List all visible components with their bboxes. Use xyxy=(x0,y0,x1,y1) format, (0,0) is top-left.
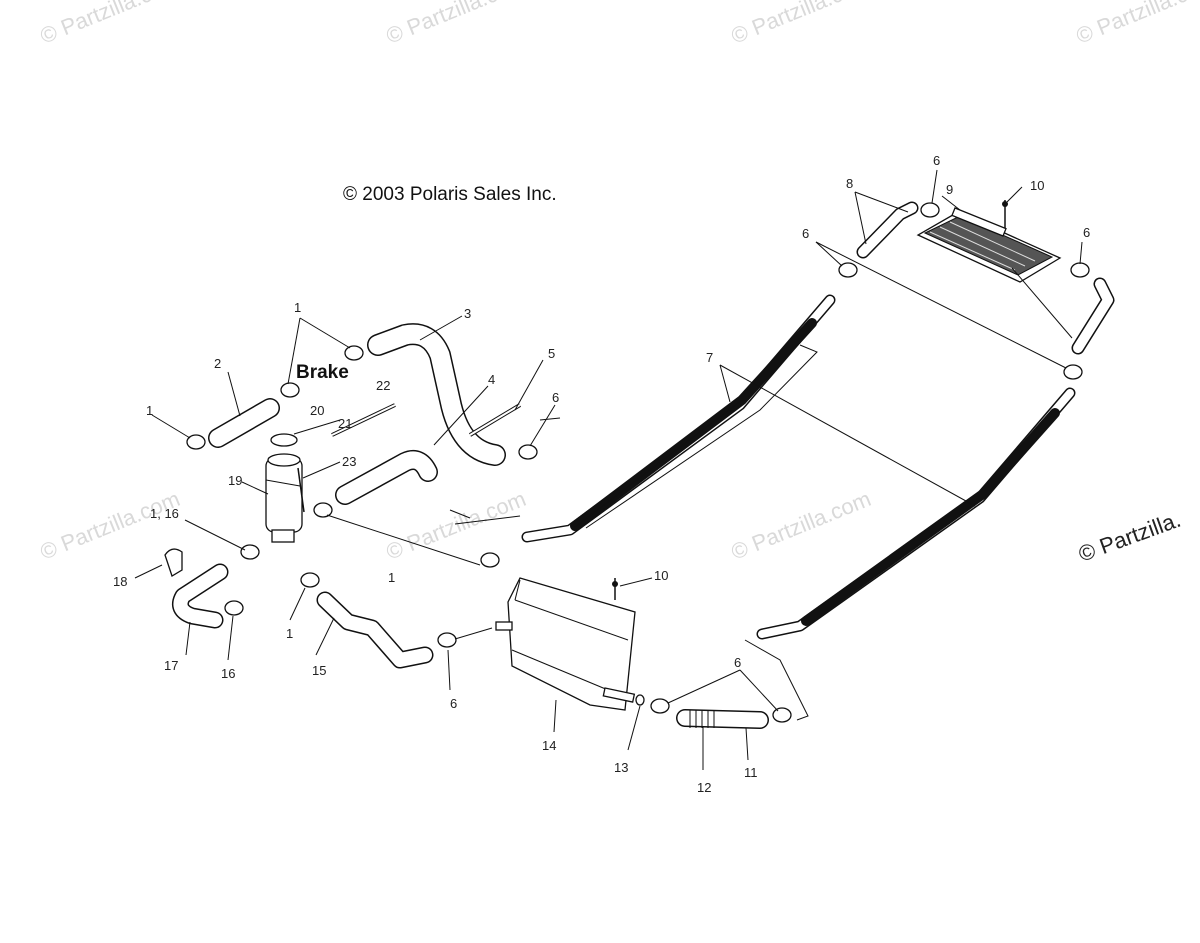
callout-8: 8 xyxy=(846,176,853,191)
watermark-2: © Partzilla.com xyxy=(383,0,530,49)
callout-6c: 6 xyxy=(734,655,741,670)
watermark-5: © Partzilla.com xyxy=(37,486,184,565)
callout-12: 12 xyxy=(697,780,711,795)
coolant-bottle xyxy=(265,433,305,543)
heat-exchanger-tubes xyxy=(521,294,1076,640)
callout-1b: 1 xyxy=(294,300,301,315)
hose-4 xyxy=(335,450,438,505)
callout-labels: 1 1 1 1 1, 16 2 3 4 5 6 6 6 6 6 6 7 8 9 … xyxy=(113,153,1090,795)
callout-6f: 6 xyxy=(1083,225,1090,240)
watermark-1: © Partzilla.com xyxy=(37,0,184,49)
callout-6d: 6 xyxy=(802,226,809,241)
watermark-4: © Partzilla.com xyxy=(1073,0,1200,49)
callout-11: 11 xyxy=(744,765,758,780)
callout-20: 20 xyxy=(310,403,324,418)
callout-1c: 1 xyxy=(388,570,395,585)
watermark-7: © Partzilla.com xyxy=(728,486,875,565)
hose-17 xyxy=(172,563,229,629)
callout-16: 16 xyxy=(221,666,235,681)
brake-label: Brake xyxy=(296,362,349,383)
callout-10b: 10 xyxy=(654,568,668,583)
callout-7: 7 xyxy=(706,350,713,365)
callout-23: 23 xyxy=(342,454,356,469)
callout-19: 19 xyxy=(228,473,242,488)
copyright-text: © 2003 Polaris Sales Inc. xyxy=(343,184,557,205)
tunnel-cooler xyxy=(495,577,636,711)
callout-6e: 6 xyxy=(933,153,940,168)
callout-5: 5 xyxy=(548,346,555,361)
watermark-6: © Partzilla.com xyxy=(383,486,530,565)
callout-9: 9 xyxy=(946,182,953,197)
callout-1d: 1 xyxy=(286,626,293,641)
callout-22: 22 xyxy=(376,378,390,393)
hose-3 xyxy=(367,323,506,466)
hose-2 xyxy=(208,398,280,448)
bleed-screws xyxy=(612,200,1008,600)
callout-18: 18 xyxy=(113,574,127,589)
tie-straps xyxy=(331,403,522,437)
watermark-3: © Partzilla.com xyxy=(728,0,875,49)
callout-2: 2 xyxy=(214,356,221,371)
callout-1a: 1 xyxy=(146,403,153,418)
hose-8 xyxy=(856,201,1115,355)
callout-4: 4 xyxy=(488,372,495,387)
hose-15 xyxy=(316,591,434,669)
hose-11-12 xyxy=(676,709,769,729)
callout-6b: 6 xyxy=(450,696,457,711)
callout-1-16: 1, 16 xyxy=(150,506,179,521)
callout-15: 15 xyxy=(312,663,326,678)
heat-exchanger-top xyxy=(916,207,1062,283)
callout-17: 17 xyxy=(164,658,178,673)
leader-lines xyxy=(134,169,1083,770)
callout-13: 13 xyxy=(614,760,628,775)
callout-3: 3 xyxy=(464,306,471,321)
callout-10a: 10 xyxy=(1030,178,1044,193)
watermark-edge: © Partzilla. xyxy=(1075,507,1184,567)
hose-clamps xyxy=(186,202,1090,723)
clip-18 xyxy=(164,548,183,577)
callout-21: 21 xyxy=(338,416,352,431)
callout-14: 14 xyxy=(542,738,556,753)
callout-6a: 6 xyxy=(552,390,559,405)
